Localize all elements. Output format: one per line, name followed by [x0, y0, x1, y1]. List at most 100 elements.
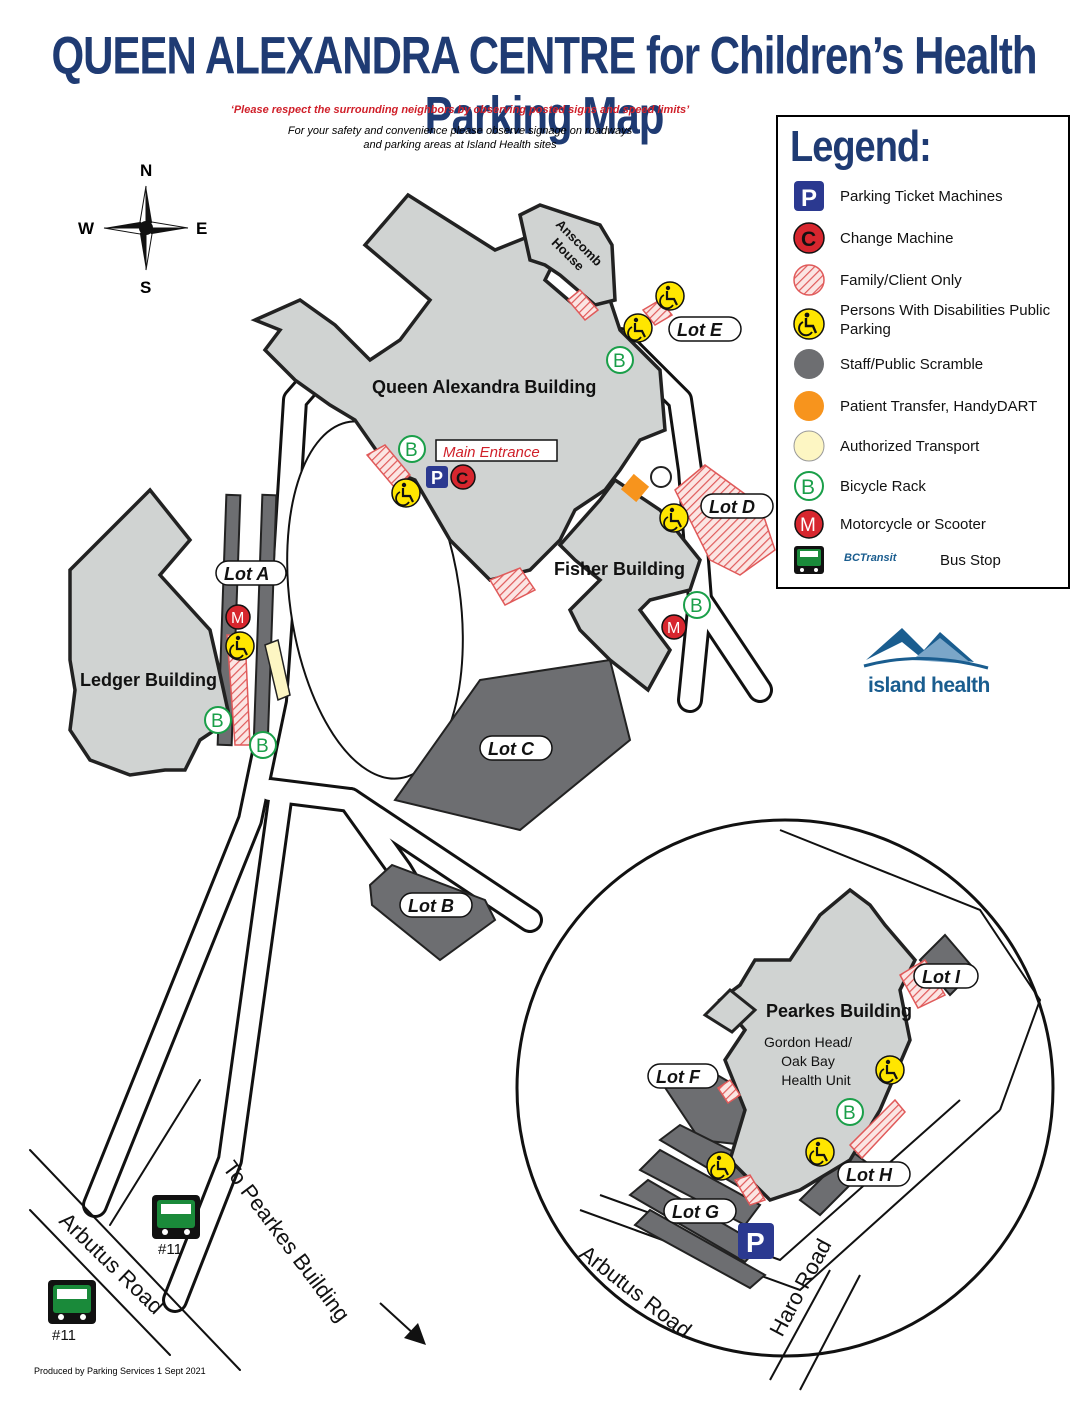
- svg-text:B: B: [690, 596, 703, 617]
- ledger-building-shape: [68, 487, 232, 777]
- health-unit-line-3: Health Unit: [781, 1072, 850, 1088]
- svg-text:Lot I: Lot I: [922, 967, 961, 987]
- turnaround-circle: [650, 466, 672, 488]
- bus-stop-markers[interactable]: #11 #11: [48, 1195, 200, 1344]
- bicycle-rack-icon: B: [794, 471, 824, 501]
- bicycle-rack-icon[interactable]: B: [606, 346, 634, 374]
- pearkes-inset: [515, 818, 1055, 1391]
- authorized-transport-zone: [264, 638, 291, 702]
- svg-text:Lot F: Lot F: [656, 1067, 701, 1087]
- svg-text:Lot D: Lot D: [709, 497, 755, 517]
- road-network: [29, 327, 773, 1371]
- page-title: QUEEN ALEXANDRA CENTRE for Children’s He…: [51, 26, 1037, 145]
- compass-s: S: [140, 278, 151, 297]
- wheelchair-icon[interactable]: [875, 1055, 905, 1085]
- authorized-transport-icon: [793, 430, 825, 462]
- svg-text:B: B: [843, 1103, 856, 1124]
- lot-b-label[interactable]: Lot B: [399, 892, 473, 918]
- lot-c-label[interactable]: Lot C: [479, 735, 553, 761]
- svg-text:M: M: [667, 620, 680, 637]
- wheelchair-icon[interactable]: [225, 631, 255, 661]
- parking-ticket-markers[interactable]: P P: [426, 466, 774, 1259]
- legend-item-family: Family/Client Only: [790, 263, 1070, 299]
- island-health-wordmark: island health: [868, 674, 990, 697]
- lot-a-label[interactable]: Lot A: [215, 560, 287, 586]
- wheelchair-icon[interactable]: [655, 281, 685, 311]
- svg-text:B: B: [211, 711, 224, 732]
- svg-text:M: M: [800, 515, 816, 536]
- lot-i-label[interactable]: Lot I: [913, 963, 979, 989]
- health-unit-line-2: Oak Bay: [781, 1053, 835, 1069]
- lot-h-label[interactable]: Lot H: [837, 1161, 911, 1187]
- wheelchair-icon[interactable]: [706, 1151, 736, 1181]
- patient-transfer-icon: [794, 391, 824, 421]
- change-machine-marker[interactable]: C: [450, 464, 476, 490]
- svg-text:C: C: [456, 469, 468, 488]
- buildings: [68, 192, 776, 777]
- bus-route-label: #11: [158, 1241, 182, 1258]
- legend-item-accessible: Persons With Disabilities Public Parking: [790, 301, 1070, 349]
- wheelchair-icon[interactable]: [805, 1137, 835, 1167]
- bicycle-rack-icon[interactable]: B: [204, 706, 232, 734]
- svg-text:B: B: [256, 736, 269, 757]
- patient-transfer-zone: [620, 473, 650, 503]
- legend-item-change: C Change Machine: [790, 221, 1070, 257]
- compass-rose: N S E W: [78, 161, 207, 297]
- compass-e: E: [196, 219, 207, 238]
- building-labels: Queen Alexandra Building Fisher Building…: [80, 217, 912, 1088]
- direction-arrow: [379, 1302, 426, 1345]
- motorcycle-icon: M: [794, 509, 824, 539]
- wheelchair-icon: [793, 308, 825, 340]
- motorcycle-icon[interactable]: M: [661, 614, 687, 640]
- bus-stop-icon[interactable]: [152, 1195, 200, 1239]
- anscomb-house-shape: [517, 203, 617, 307]
- lot-e-label[interactable]: Lot E: [668, 316, 742, 342]
- wheelchair-icon[interactable]: [391, 478, 421, 508]
- lot-d-label[interactable]: Lot D: [700, 493, 774, 519]
- svg-text:B: B: [405, 440, 418, 461]
- wheelchair-icon[interactable]: [659, 503, 689, 533]
- legend-item-transfer: Patient Transfer, HandyDART: [790, 389, 1070, 425]
- change-machine-icon[interactable]: [450, 464, 476, 490]
- motorcycle-markers[interactable]: MM: [225, 604, 687, 640]
- lot-g-label[interactable]: Lot G: [663, 1198, 737, 1224]
- main-entrance-tag[interactable]: Main Entrance: [435, 439, 558, 462]
- svg-text:C: C: [801, 228, 816, 251]
- bicycle-rack-icon[interactable]: B: [836, 1098, 864, 1126]
- parking-ticket-icon[interactable]: [426, 466, 448, 488]
- svg-text:P: P: [801, 185, 817, 212]
- queen-alexandra-label: Queen Alexandra Building: [372, 377, 596, 397]
- compass-n: N: [140, 161, 152, 180]
- legend-item-bicycle: B Bicycle Rack: [790, 469, 1070, 505]
- svg-text:Lot H: Lot H: [846, 1165, 893, 1185]
- change-machine-icon: C: [793, 222, 825, 254]
- bctransit-logo: BCTransit: [844, 552, 897, 564]
- parking-ticket-icon[interactable]: [738, 1223, 774, 1259]
- legend-title: Legend:: [790, 123, 932, 172]
- motorcycle-icon[interactable]: M: [225, 604, 251, 630]
- main-entrance-label: Main Entrance: [443, 444, 540, 461]
- bicycle-rack-icon[interactable]: B: [683, 591, 711, 619]
- svg-text:P: P: [431, 468, 443, 488]
- to-pearkes-building: To Pearkes Building: [218, 1156, 355, 1326]
- wheelchair-icon[interactable]: [623, 313, 653, 343]
- fisher-building-shape: [557, 477, 702, 693]
- svg-text:Lot E: Lot E: [677, 320, 723, 340]
- bicycle-rack-icon[interactable]: B: [398, 435, 426, 463]
- accessible-markers[interactable]: [225, 281, 905, 1181]
- neighbor-notice: ‘Please respect the surrounding neighbor…: [230, 104, 690, 116]
- bicycle-markers[interactable]: B B B B B B: [204, 346, 864, 1126]
- svg-text:M: M: [231, 610, 244, 627]
- lot-f-label[interactable]: Lot F: [647, 1063, 719, 1089]
- safety-notice-line-1: For your safety and convenience please o…: [287, 125, 633, 137]
- safety-notice-line-2: and parking areas at Island Health sites: [363, 139, 557, 151]
- bicycle-rack-icon[interactable]: B: [249, 731, 277, 759]
- lot-d-hatched: [674, 464, 776, 576]
- produced-by-credit: Produced by Parking Services 1 Sept 2021: [34, 1366, 206, 1376]
- ledger-label: Ledger Building: [80, 670, 217, 690]
- health-unit-line-1: Gordon Head/: [764, 1034, 852, 1050]
- bus-stop-icon[interactable]: [48, 1280, 96, 1324]
- parking-ticket-icon: P: [794, 181, 824, 212]
- compass-w: W: [78, 219, 95, 238]
